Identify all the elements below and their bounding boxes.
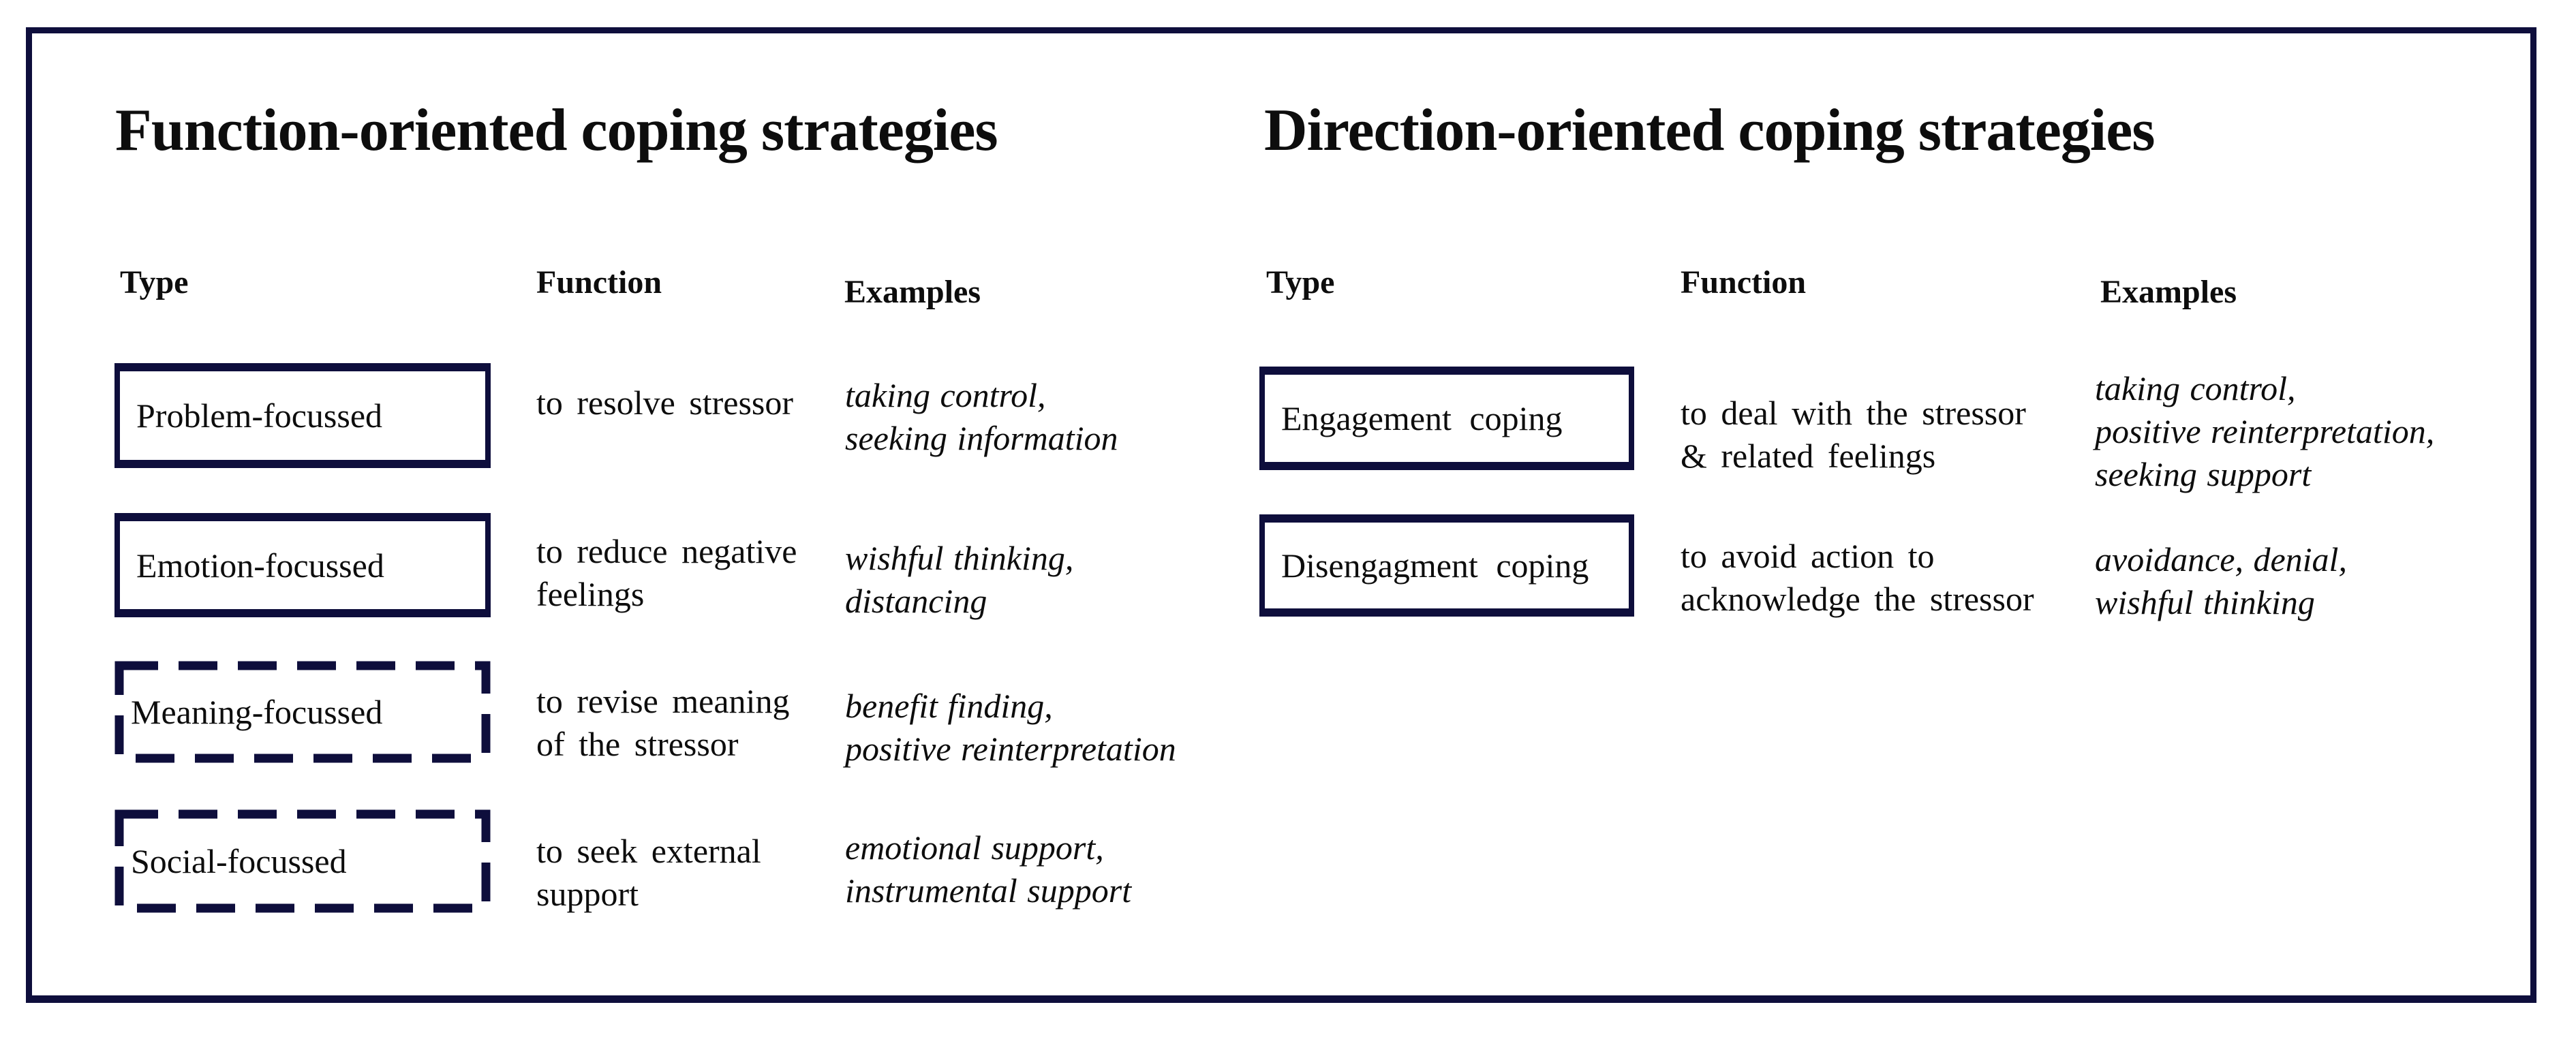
type-box-social-focussed: Social-focussed [114,809,491,913]
left-header-type: Type [120,264,189,300]
right-header-type: Type [1266,264,1335,300]
examples-cell: benefit finding, positive reinterpretati… [845,687,1176,768]
type-box-label: Problem-focussed [136,397,383,435]
type-box-label: Social-focussed [131,842,347,880]
examples-cell: taking control, positive reinterpretatio… [2095,369,2435,493]
type-box-label: Disengagment coping [1281,546,1589,585]
right-table-title: Direction-oriented coping strategies [1264,97,2156,164]
type-box-engagement-coping: Engagement coping [1259,367,1634,470]
examples-cell: wishful thinking, distancing [845,539,1074,620]
function-cell: to seek external support [536,832,761,913]
function-cell: to resolve stressor [536,384,794,422]
examples-cell: avoidance, denial, wishful thinking [2095,540,2347,621]
left-header-function: Function [536,264,662,300]
function-cell: to reduce negative feelings [536,532,797,613]
examples-cell: taking control, seeking information [845,376,1118,457]
type-box-problem-focussed: Problem-focussed [114,363,491,468]
right-header-function: Function [1681,264,1807,300]
left-header-examples: Examples [844,274,981,310]
function-cell: to revise meaning of the stressor [536,682,790,763]
type-box-label: Emotion-focussed [136,546,384,585]
type-box-meaning-focussed: Meaning-focussed [114,661,491,763]
examples-cell: emotional support, instrumental support [845,828,1132,910]
right-header-examples: Examples [2100,274,2237,310]
type-box-emotion-focussed: Emotion-focussed [114,513,491,617]
function-cell: to avoid action to acknowledge the stres… [1681,537,2034,618]
type-box-disengagment-coping: Disengagment coping [1259,514,1634,617]
function-cell: to deal with the stressor & related feel… [1681,394,2026,475]
left-table-title: Function-oriented coping strategies [115,97,998,164]
type-box-label: Meaning-focussed [131,693,383,731]
type-box-label: Engagement coping [1281,399,1563,437]
